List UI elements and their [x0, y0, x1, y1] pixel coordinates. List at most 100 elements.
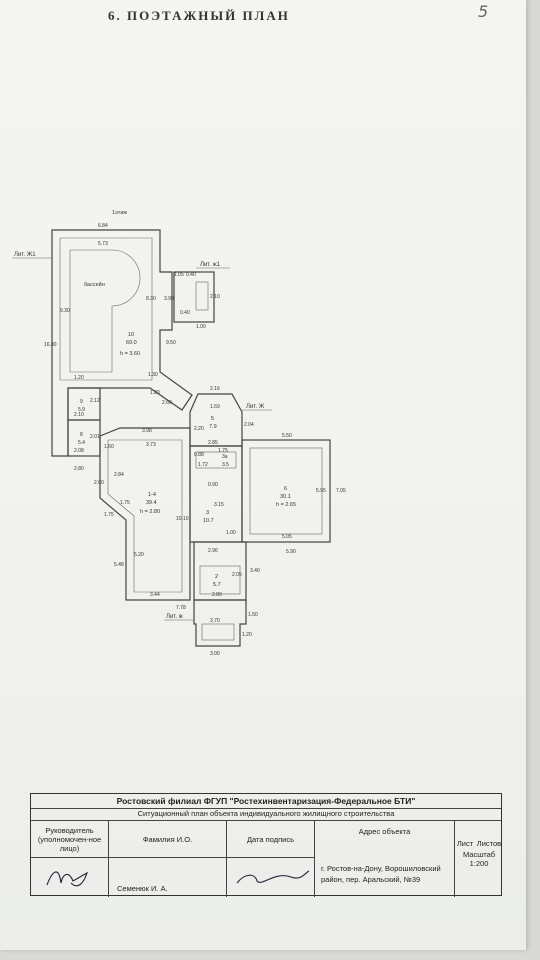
- dim-label: 2.84: [114, 472, 124, 478]
- plan-floor-label: 1этаж: [112, 210, 127, 216]
- dim-label: 2.80: [212, 592, 222, 598]
- plan-room-9: [67, 387, 101, 421]
- dim-label: 2.60: [94, 480, 104, 486]
- page-number-mark: 5: [478, 2, 489, 21]
- title-block-doc: Ситуационный план объекта индивидуальног…: [31, 808, 501, 821]
- room-number: 2: [215, 574, 218, 580]
- room-height: h = 2.80: [140, 509, 160, 515]
- room-number: 10: [128, 332, 134, 338]
- plan-pool: [69, 249, 141, 373]
- address-value: г. Ростов-на-Дону, Ворошиловский район, …: [321, 864, 441, 884]
- document-sheet: [0, 0, 526, 950]
- dim-label: 1.75: [104, 512, 114, 518]
- page-title: 6. ПОЭТАЖНЫЙ ПЛАН: [108, 8, 290, 23]
- dim-label: 7.05: [336, 488, 346, 494]
- manager-signature: [46, 871, 88, 887]
- address-cell: Адрес объекта г. Ростов-на-Дону, Ворошил…: [315, 821, 455, 897]
- room-number: 6: [284, 486, 287, 492]
- room-area: 69.0: [126, 340, 137, 346]
- dim-label: 16.80: [44, 342, 57, 348]
- plan-section-label: Лит. Ж1: [14, 252, 36, 258]
- plan-section-label: Лит. ж: [166, 614, 183, 620]
- dim-label: 5.50: [282, 433, 292, 439]
- floor-plan: 1этаж Лит. Ж1 Лит. ж1 Лит. Ж Лит. ж басс…: [12, 210, 346, 657]
- surname-value: Семенюк И. А.: [117, 884, 168, 893]
- dim-label: 8.30: [146, 296, 156, 302]
- official-signature: [236, 870, 310, 884]
- header-sheet: Лист: [456, 839, 474, 848]
- plan-porch-zh: [193, 599, 247, 647]
- dim-label: 9.30: [60, 308, 70, 314]
- room-number: 5: [211, 416, 214, 422]
- manager-signature-cell: [31, 857, 109, 897]
- dim-label: 1.75: [218, 448, 228, 454]
- dim-label: 2.80: [74, 466, 84, 472]
- dim-label: 3.00: [210, 651, 220, 657]
- dim-label: 1.72: [198, 462, 208, 468]
- room-number: 3а: [222, 454, 228, 460]
- dim-label: 0.40: [186, 272, 196, 278]
- title-block-org: Ростовский филиал ФГУП "Ростехинвентариз…: [31, 794, 501, 809]
- room-area: 5.4: [78, 440, 85, 446]
- header-name: Фамилия И.О.: [109, 821, 227, 857]
- dim-label: 0.90: [208, 482, 218, 488]
- dim-label: 1.30: [148, 372, 158, 378]
- dim-label: 3.44: [150, 592, 160, 598]
- dim-label: 2.08: [74, 448, 84, 454]
- sheet-cell: Лист Листов Масштаб 1:200: [455, 821, 503, 897]
- plan-room-6: [241, 439, 331, 543]
- dim-label: 1.69: [210, 404, 220, 410]
- plan-section-label: Лит. ж1: [200, 262, 221, 268]
- surname-cell: Семенюк И. А.: [109, 857, 227, 897]
- dim-label: 1.50: [248, 612, 258, 618]
- dim-label: 2.20: [194, 426, 204, 432]
- dim-label: 1.75: [120, 500, 130, 506]
- dim-label: 2.12: [90, 398, 100, 404]
- dim-label: 1.05: [174, 272, 184, 278]
- plan-dimensions: 6.84 5.73 1.05 0.40 2.10 3.90 8.30 0.40 …: [44, 223, 346, 657]
- dim-label: 2.10: [74, 412, 84, 418]
- plan-annex-zh1: [173, 271, 215, 323]
- dim-label: 10.10: [176, 516, 189, 522]
- dim-label: 5.05: [282, 534, 292, 540]
- plan-room-5: [189, 393, 243, 447]
- room-area: 39.4: [146, 500, 157, 506]
- dim-label: 2.60: [162, 400, 172, 406]
- dim-label: 5.73: [98, 241, 108, 247]
- dim-label: 1.00: [226, 530, 236, 536]
- room-number: 3: [206, 510, 209, 516]
- dim-label: 3.90: [164, 296, 174, 302]
- dim-label: 2.05: [232, 572, 242, 578]
- dim-label: 2.85: [208, 440, 218, 446]
- plan-room-1-4: [99, 427, 191, 601]
- dim-label: 1.80: [150, 390, 160, 396]
- room-area: 30.1: [280, 494, 291, 500]
- room-area: 3.5: [222, 462, 229, 468]
- dim-label: 5.95: [316, 488, 326, 494]
- plan-pool-label: бассейн: [84, 281, 105, 288]
- room-number: 9: [80, 399, 83, 405]
- dim-label: 5.90: [286, 549, 296, 555]
- plan-section-label: Лит. Ж: [246, 404, 265, 410]
- dim-label: 3.98: [142, 428, 152, 434]
- header-sheets: Листов: [476, 839, 502, 848]
- dim-label: 1.20: [74, 375, 84, 381]
- date-signature-cell: [227, 857, 315, 897]
- dim-label: 5.48: [114, 562, 124, 568]
- dim-label: 2.01: [90, 434, 100, 440]
- dim-label: 1.60: [104, 444, 114, 450]
- dim-label: 0.40: [180, 310, 190, 316]
- room-area: 10.7: [203, 518, 214, 524]
- title-block-divider: [31, 857, 315, 858]
- dim-label: 2.16: [210, 386, 220, 392]
- room-number: 8: [80, 432, 83, 438]
- dim-label: 2.10: [210, 294, 220, 300]
- room-height: h = 2.65: [276, 502, 296, 508]
- title-block: Ростовский филиал ФГУП "Ростехинвентариз…: [30, 793, 503, 897]
- dim-label: 1.20: [242, 632, 252, 638]
- dim-label: 6.84: [98, 223, 108, 229]
- header-date-sign: Дата подпись: [227, 821, 315, 857]
- dim-label: 3.40: [250, 568, 260, 574]
- room-height: h = 3.60: [120, 351, 140, 357]
- plan-inner-pool-hall: [59, 237, 153, 381]
